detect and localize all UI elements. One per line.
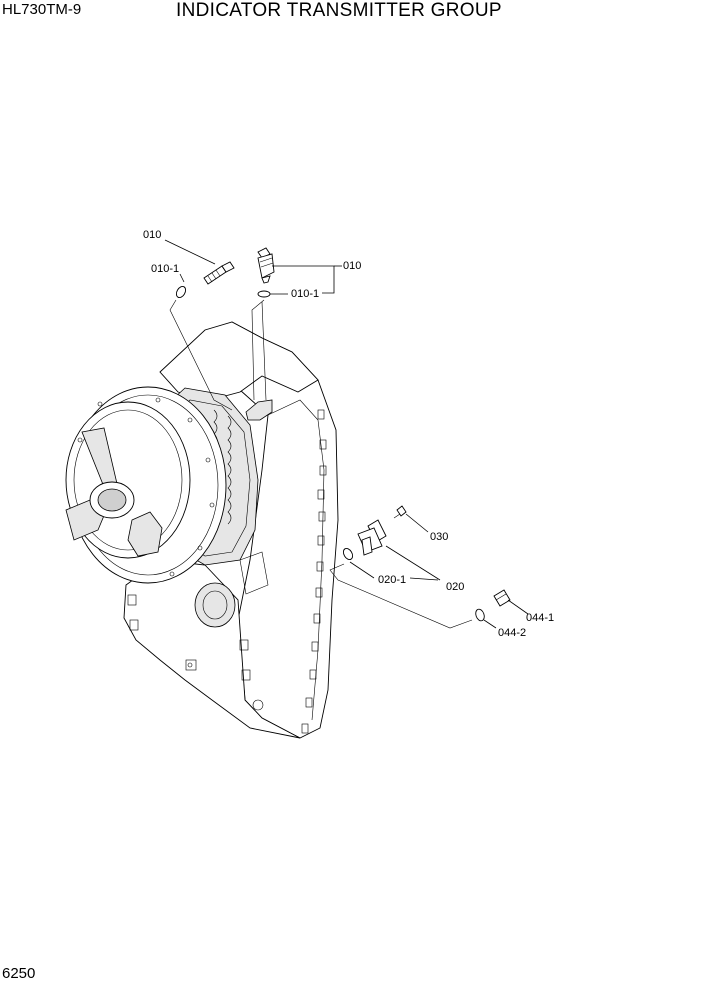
- callout-labels: 010 010-1 010 010-1 030 020 020-1 044-1 …: [143, 229, 554, 639]
- leader-lines: [164, 239, 529, 629]
- label-030: 030: [430, 531, 448, 543]
- part-044-2-seal: [475, 608, 485, 622]
- page-number: 6250: [2, 965, 36, 982]
- page-title: INDICATOR TRANSMITTER GROUP: [176, 0, 502, 21]
- label-010-1-left: 010-1: [151, 263, 179, 275]
- part-020-speed-sensor: [357, 519, 387, 556]
- label-020: 020: [446, 581, 464, 593]
- label-010-right: 010: [343, 260, 361, 272]
- part-044-1-plug: [493, 589, 511, 607]
- converter-housing: [65, 386, 227, 584]
- label-044-1: 044-1: [526, 612, 554, 624]
- label-044-2: 044-2: [498, 627, 526, 639]
- label-020-1: 020-1: [378, 574, 406, 586]
- part-020-1-oring: [342, 547, 354, 561]
- part-010-left-sensor: [203, 261, 235, 285]
- part-030-bolt: [393, 505, 407, 519]
- part-010-right-sensor: [257, 247, 275, 284]
- part-010-1-left-oring: [175, 285, 187, 299]
- model-code: HL730TM-9: [2, 1, 82, 18]
- label-010-1-right: 010-1: [291, 288, 319, 300]
- label-010-left: 010: [143, 229, 161, 241]
- part-010-1-right-oring: [257, 290, 271, 298]
